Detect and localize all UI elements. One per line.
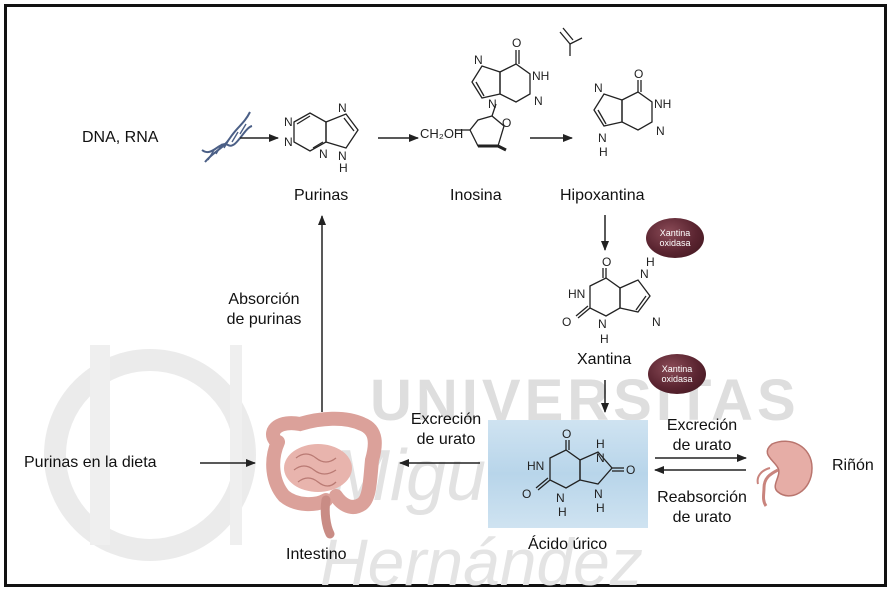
label-rinon: Riñón [832,457,874,474]
atom-n: N [598,131,607,145]
atom-n: N [640,267,649,281]
atom-n: N [596,451,605,465]
enzyme-name: oxidasa [661,374,693,384]
label-excrecion-renal: Excreción de urato [654,416,750,456]
enzyme-name: Xantina [661,364,693,374]
atom-hn: HN [568,287,585,301]
atom-h: H [558,505,567,519]
atom-n: N [338,101,347,115]
atom-n: N [594,487,603,501]
dna-helix-icon [201,111,253,163]
atom-n: N [488,97,497,111]
label-acido-urico: Ácido úrico [528,536,608,553]
atom-n: N [284,135,293,149]
atom-h: H [339,161,348,175]
label-excrecion-intestinal: Excreción de urato [398,410,494,450]
figure-frame [4,4,887,587]
xanthine-structure [575,268,651,319]
atom-n: N [534,94,543,108]
label-xantina: Xantina [577,351,632,368]
uric-acid-structure [535,440,624,491]
kidney-icon [756,440,813,507]
atom-nh: NH [532,69,549,83]
atom-o: O [522,487,531,501]
label-hipoxantina: Hipoxantina [560,187,645,204]
atom-o: O [562,427,571,441]
atom-n: N [652,315,661,329]
intestine-icon [266,411,382,539]
label-line: de urato [416,431,476,448]
enzyme-name: oxidasa [659,238,691,248]
inosine-structure [456,27,583,152]
atom-h: H [646,255,655,269]
label-dna-rna: DNA, RNA [82,129,159,146]
atom-o: O [626,463,635,477]
watermark-line3: Hernández [320,525,643,591]
label-line: Excreción [410,411,482,428]
enzyme-name: Xantina [659,228,691,238]
atom-n: N [319,147,328,161]
label-purinas: Purinas [294,187,349,204]
atom-n: N [656,124,665,138]
atom-n: N [474,53,483,67]
hypoxanthine-structure [593,80,653,131]
atom-h: H [599,145,608,159]
atom-o: O [634,67,643,81]
atom-hn: HN [527,459,544,473]
label-line: de urato [672,437,732,454]
label-line: Reabsorción [657,489,747,506]
watermark-seal [44,349,256,561]
label-line: Excreción [666,417,738,434]
atom-h: H [596,437,605,451]
label-inosina: Inosina [450,187,502,204]
uric-acid-highlight-box [488,420,648,528]
ch2oh-label: CH₂OH [420,126,463,141]
label-line: de urato [672,509,732,526]
atom-o: O [562,315,571,329]
atom-o: O [602,255,611,269]
atom-n: N [338,149,347,163]
atom-n: N [594,81,603,95]
purine-structure [293,112,359,152]
label-line: Absorción [228,291,300,308]
atom-n: N [598,317,607,331]
atom-nh: NH [654,97,671,111]
label-reabsorcion: Reabsorción de urato [650,488,754,528]
atom-o: O [512,36,521,50]
atom-n: N [556,491,565,505]
atom-h: H [596,501,605,515]
label-intestino: Intestino [286,546,347,563]
atom-h: H [600,332,609,346]
label-purinas-dieta: Purinas en la dieta [24,454,157,471]
label-absorcion-purinas: Absorción de purinas [214,290,314,330]
atom-n: N [284,115,293,129]
label-line: de purinas [226,311,302,328]
atom-o: O [502,116,511,130]
